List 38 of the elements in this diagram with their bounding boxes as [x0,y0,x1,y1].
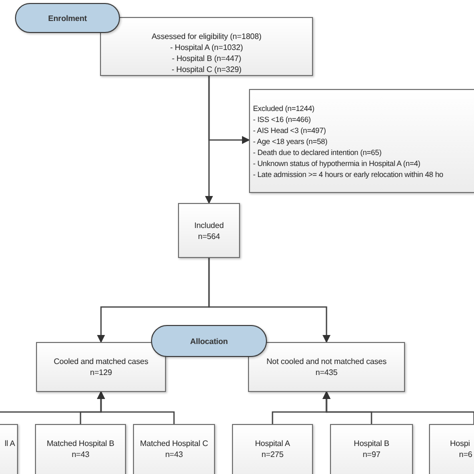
box-text: Allocation [190,336,228,346]
box-text: - Hospital A (n=1032) [170,42,243,53]
box-text: Cooled and matched cases [54,356,148,367]
arrow [97,391,175,424]
box-text: ll A [4,438,15,449]
box-text: Assessed for eligibility (n=1808) [152,31,262,42]
box-text: - Hospital C (n=329) [172,64,242,75]
process-box [35,424,126,474]
box-text: Hospi [450,438,470,449]
box-text: Hospital B [354,438,390,449]
box-text: Not cooled and not matched cases [266,356,386,367]
box-text: n=564 [198,230,220,242]
arrow [208,258,330,343]
process-box [178,203,240,258]
box-text: Included [194,220,224,230]
box-text: Enrolment [48,12,87,24]
arrow [208,76,250,144]
process-box [249,89,474,193]
process-box [232,424,313,474]
box-text: n=6 [459,449,472,460]
arrow [322,391,474,424]
box-text: Matched Hospital C [140,438,208,449]
stage-label [151,325,267,357]
box-text: n=97 [362,449,380,460]
process-box [248,342,405,392]
process-box [36,342,166,392]
process-box [133,424,215,474]
box-text: n=435 [316,367,338,378]
box-text: n=129 [90,367,112,378]
box-text: n=43 [165,449,183,460]
process-box [330,424,413,474]
box-text: n=275 [262,449,284,460]
stage-label [15,3,120,33]
box-text: n=43 [72,449,90,460]
box-text: Hospital A [254,438,290,449]
box-text: Matched Hospital B [46,438,114,449]
process-box [100,17,313,76]
box-text: - Hospital B (n=447) [172,53,242,64]
